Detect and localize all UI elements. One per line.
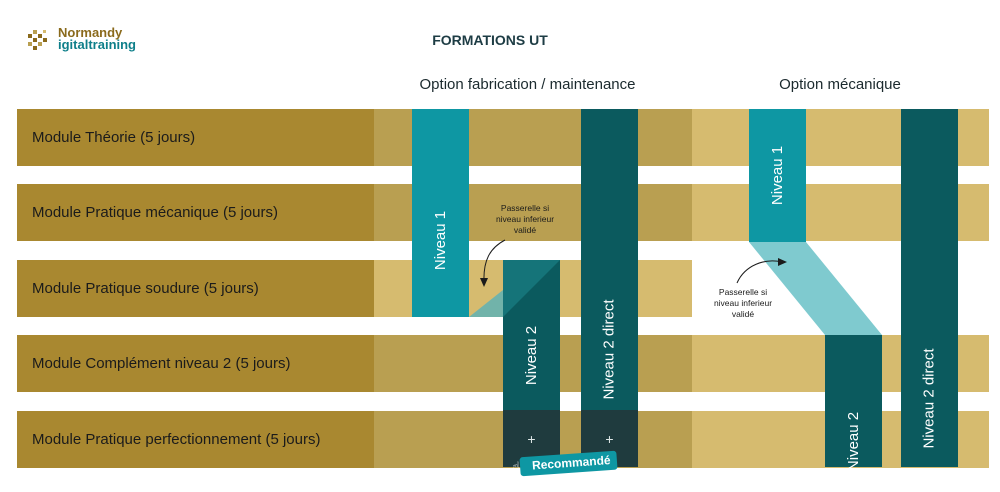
fab-niveau-2-direct-column: Niveau 2 direct (581, 109, 638, 410)
row-label-pratique-perfectionnement: Module Pratique perfectionnement (5 jour… (17, 411, 374, 468)
page-title: FORMATIONS UT (432, 32, 548, 48)
option-fabrication-title: Option fabrication / maintenance (419, 76, 636, 93)
fab-passerelle-note: Passerelle si niveau inferieur validé (495, 203, 555, 235)
meca-passerelle-note: Passerelle si niveau inferieur validé (713, 287, 773, 319)
meca-niveau-2-direct-column: Niveau 2 direct (901, 109, 958, 467)
pointer-hand-icon: ☝ (512, 459, 520, 474)
row-label-theorie: Module Théorie (5 jours) (17, 109, 374, 166)
row-label-complement-niveau-2: Module Complément niveau 2 (5 jours) (17, 335, 374, 392)
meca-passerelle-arrow (736, 260, 783, 284)
fab-bridge-shape (469, 290, 503, 317)
logo-mark-icon (28, 30, 47, 50)
logo: Normandy igitaltraining (26, 26, 146, 60)
option-mecanique-title: Option mécanique (779, 76, 901, 93)
meca-niveau-1-column: Niveau 1 (749, 109, 806, 242)
fab-passerelle-arrow (483, 239, 506, 284)
arrow-head-icon (778, 258, 787, 266)
arrow-head-icon (480, 278, 488, 287)
plus-icon: + (527, 430, 536, 447)
fab-bridge-top (503, 260, 560, 317)
meca-niveau-2-column: Niveau 2 (825, 335, 882, 471)
plus-icon: + (605, 430, 614, 447)
row-label-pratique-soudure: Module Pratique soudure (5 jours) (17, 260, 374, 317)
logo-line-1: Normandy (58, 25, 123, 40)
row-label-pratique-mecanique: Module Pratique mécanique (5 jours) (17, 184, 374, 241)
logo-line-2: igitaltraining (58, 37, 136, 52)
fab-niveau-1-column: Niveau 1 (412, 109, 469, 317)
meca-bridge-shape (749, 242, 882, 335)
